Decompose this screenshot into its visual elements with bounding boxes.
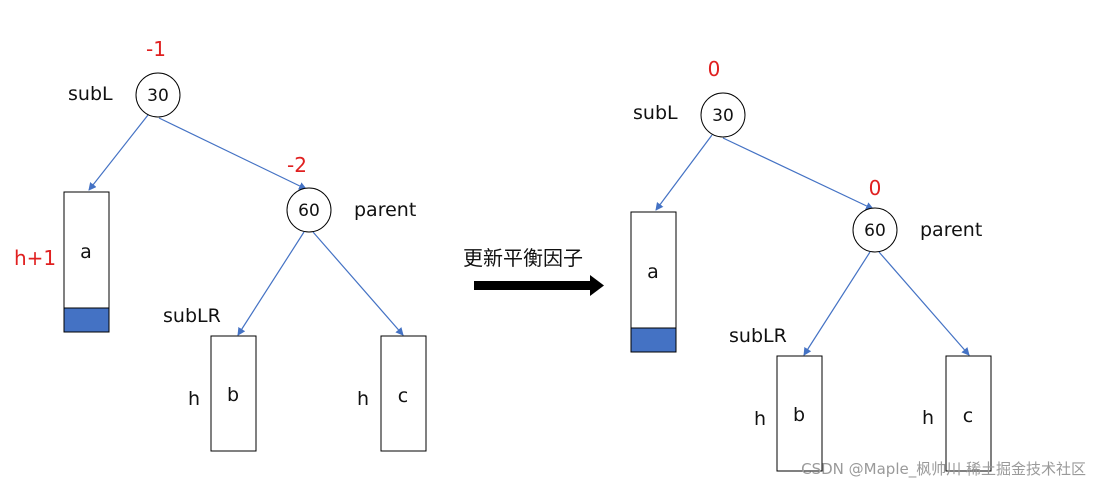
node-60-circle-right — [852, 207, 898, 253]
subtree-c-height-label-right: h — [922, 407, 934, 429]
subtree-c-label: c — [398, 385, 408, 407]
subtree-c-box — [380, 335, 427, 452]
transition-arrow-shaft — [474, 281, 592, 290]
edge-60-to-b-right — [803, 251, 871, 356]
sublr-label-right: subLR — [729, 325, 787, 347]
node-30-balance-factor-right: 0 — [708, 57, 721, 81]
node-30-value: 30 — [147, 86, 169, 106]
subtree-c-label-right: c — [963, 405, 973, 427]
node-30-balance-factor: -1 — [146, 37, 166, 61]
subtree-a-label-right: a — [647, 261, 659, 283]
subtree-b-label-right: b — [793, 404, 805, 426]
edge-60-to-c-right — [878, 251, 970, 356]
edge-30-to-a-right — [655, 134, 713, 211]
parent-label: parent — [354, 199, 416, 221]
node-60-balance-factor: -2 — [287, 153, 307, 177]
subtree-c-height-label: h — [357, 388, 369, 410]
right-tree: 30 0 subL 60 0 parent a b h subLR c h — [630, 57, 992, 472]
subtree-a-extra-level — [63, 307, 110, 333]
node-60-circle — [286, 187, 332, 233]
subtree-b-label: b — [227, 384, 239, 406]
subl-label: subL — [68, 83, 113, 105]
subtree-a-height-label: h+1 — [14, 246, 56, 270]
edge-60-to-b — [237, 231, 305, 336]
edge-30-to-a — [88, 114, 149, 191]
node-30-value-right: 30 — [712, 106, 734, 126]
edge-30-to-60 — [158, 117, 307, 190]
left-tree: 30 -1 subL 60 -2 parent a h+1 b h subLR … — [14, 37, 427, 452]
transition-caption: 更新平衡因子 — [463, 246, 583, 270]
subtree-b-box — [210, 335, 257, 452]
node-60-value: 60 — [298, 201, 320, 221]
subtree-b-height-label: h — [188, 388, 200, 410]
node-30-circle — [135, 72, 181, 118]
transition: 更新平衡因子 — [463, 246, 604, 296]
transition-arrow-head — [590, 275, 604, 296]
edge-30-to-60-right — [722, 137, 874, 210]
edge-60-to-c — [312, 231, 404, 336]
sublr-label: subLR — [163, 305, 221, 327]
subtree-a-label: a — [80, 241, 92, 263]
parent-label-right: parent — [920, 219, 982, 241]
node-60-balance-factor-right: 0 — [869, 176, 882, 200]
subtree-b-height-label-right: h — [754, 408, 766, 430]
watermark: CSDN @Maple_枫帅川 稀土掘金技术社区 — [801, 460, 1086, 479]
subtree-b-box-right — [776, 355, 823, 472]
subtree-c-box-right — [945, 355, 992, 472]
subl-label-right: subL — [633, 102, 678, 124]
subtree-a-extra-level-right — [630, 327, 677, 353]
node-60-value-right: 60 — [864, 221, 886, 241]
node-30-circle-right — [700, 92, 746, 138]
